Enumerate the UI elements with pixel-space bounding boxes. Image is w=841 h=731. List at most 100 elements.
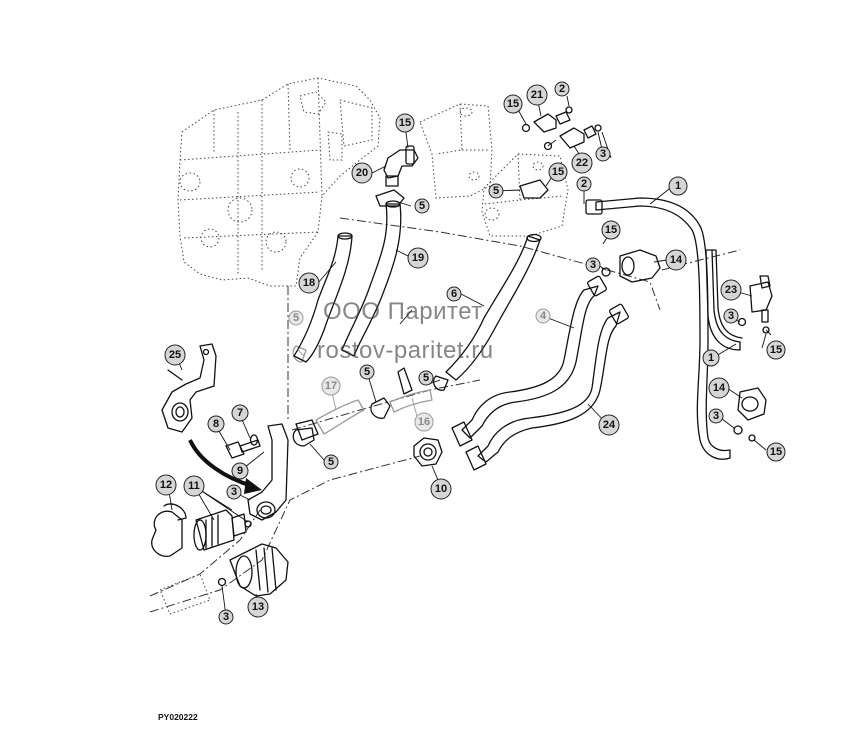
svg-text:23: 23 [725, 284, 737, 296]
nut-10 [413, 437, 443, 467]
svg-text:17: 17 [325, 380, 337, 392]
hose-clamps [292, 179, 549, 447]
pipe-24 [465, 303, 629, 471]
callout-12: 12 [155, 474, 177, 496]
svg-text:14: 14 [713, 382, 726, 394]
svg-text:15: 15 [507, 98, 519, 110]
callout-3: 3 [723, 308, 739, 324]
callout-15: 15 [548, 162, 568, 182]
callout-5: 5 [288, 310, 304, 326]
svg-text:13: 13 [252, 601, 264, 613]
svg-text:16: 16 [418, 416, 430, 428]
callout-5: 5 [418, 370, 434, 386]
svg-text:3: 3 [728, 310, 734, 322]
valve-section-lower [481, 153, 569, 237]
straight-fitting-22 [543, 124, 602, 151]
svg-text:4: 4 [540, 310, 547, 322]
callout-15: 15 [766, 442, 786, 462]
callout-7: 7 [231, 404, 249, 422]
callout-2: 2 [576, 176, 592, 192]
svg-text:8: 8 [213, 418, 219, 430]
callout-6: 6 [446, 286, 462, 302]
bracket-9 [247, 423, 289, 521]
callout-18: 18 [298, 272, 320, 294]
hose-end-dashed [159, 573, 211, 615]
watermark-website: rostov-paritet.ru [317, 337, 494, 364]
callout-5: 5 [488, 183, 504, 199]
svg-text:5: 5 [493, 185, 499, 197]
callout-1: 1 [668, 176, 688, 196]
callout-13: 13 [247, 596, 269, 618]
svg-text:19: 19 [412, 252, 424, 264]
figure-reference-code: PY020222 [158, 712, 198, 722]
washer-7 [249, 434, 259, 446]
svg-text:2: 2 [559, 83, 565, 95]
bolt-8 [225, 439, 261, 459]
svg-text:20: 20 [356, 167, 368, 179]
pipe-1 [585, 197, 743, 460]
callout-5: 5 [359, 364, 375, 380]
svg-text:7: 7 [237, 407, 243, 419]
svg-text:14: 14 [670, 254, 683, 266]
svg-text:1: 1 [675, 180, 681, 192]
valve-section-upper [419, 103, 493, 199]
svg-text:15: 15 [770, 344, 782, 356]
pipe-4 [451, 275, 607, 447]
svg-text:15: 15 [552, 166, 564, 178]
callout-17: 17 [321, 376, 341, 396]
svg-text:12: 12 [160, 479, 172, 491]
callout-2: 2 [554, 81, 570, 97]
bracket-25 [161, 343, 217, 433]
svg-text:15: 15 [399, 117, 411, 129]
callout-10: 10 [430, 478, 452, 500]
svg-text:3: 3 [600, 148, 606, 160]
svg-text:21: 21 [531, 89, 543, 101]
adapter-14-lower [733, 387, 767, 442]
svg-text:24: 24 [603, 419, 616, 431]
callout-21: 21 [526, 84, 548, 106]
hose-6 [445, 233, 542, 381]
callout-25: 25 [164, 344, 186, 366]
callout-5: 5 [414, 198, 430, 214]
svg-text:10: 10 [435, 483, 447, 495]
svg-text:25: 25 [169, 349, 181, 361]
callout-14: 14 [708, 377, 730, 399]
callout-16: 16 [414, 412, 434, 432]
elbow-fitting [383, 145, 419, 187]
callout-15: 15 [503, 94, 523, 114]
callout-24: 24 [598, 414, 620, 436]
svg-text:5: 5 [364, 366, 370, 378]
callout-9: 9 [231, 462, 249, 480]
svg-text:5: 5 [293, 312, 299, 324]
svg-text:9: 9 [237, 465, 243, 477]
svg-text:22: 22 [576, 157, 588, 169]
callout-5: 5 [323, 454, 339, 470]
callout-3: 3 [595, 146, 611, 162]
callout-4: 4 [535, 308, 551, 324]
svg-text:18: 18 [303, 277, 315, 289]
svg-text:15: 15 [605, 224, 617, 236]
callout-15: 15 [395, 113, 415, 133]
svg-text:5: 5 [423, 372, 429, 384]
straight-fitting-21 [521, 106, 573, 133]
svg-text:3: 3 [713, 410, 719, 422]
svg-text:15: 15 [770, 446, 782, 458]
callout-1: 1 [702, 349, 720, 367]
callout-3: 3 [585, 257, 601, 273]
svg-text:3: 3 [223, 611, 229, 623]
watermark-company-name: ООО Паритет [323, 298, 483, 325]
svg-text:2: 2 [581, 178, 587, 190]
callout-19: 19 [407, 247, 429, 269]
coupler-11 [193, 509, 252, 551]
valve-block [177, 77, 381, 287]
callout-22: 22 [571, 152, 593, 174]
callout-14: 14 [665, 249, 687, 271]
svg-text:3: 3 [231, 486, 237, 498]
svg-text:1: 1 [708, 352, 714, 364]
hose-19 [341, 200, 402, 357]
callout-11: 11 [183, 475, 205, 497]
callout-15: 15 [766, 340, 786, 360]
svg-text:5: 5 [419, 200, 425, 212]
svg-text:3: 3 [590, 259, 596, 271]
